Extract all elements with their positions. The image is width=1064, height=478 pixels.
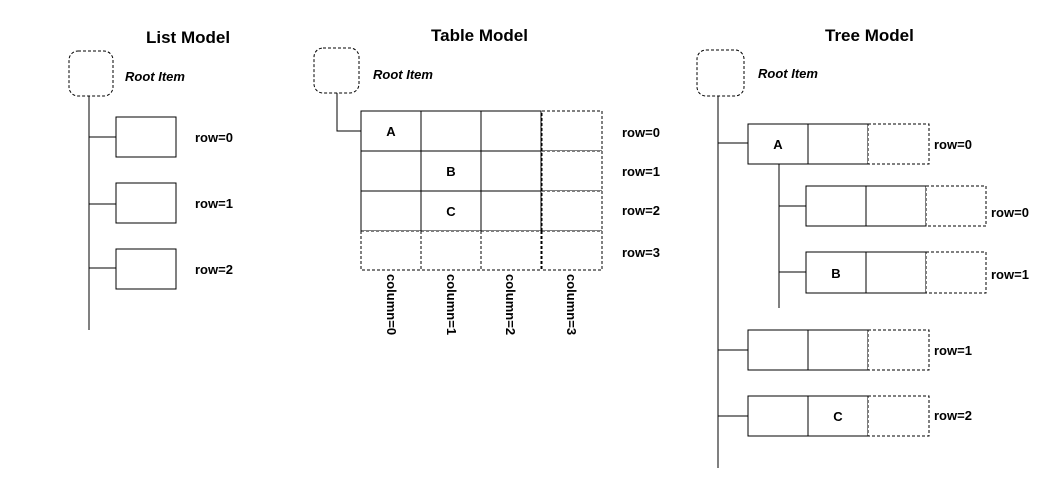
tree-cell-dashed [925, 185, 987, 227]
list-row-label-2: row=2 [195, 262, 233, 277]
tree-cell-dashed [925, 251, 987, 294]
list-item-1 [115, 182, 177, 224]
list-item-0 [115, 116, 177, 158]
tree-cell-dashed [867, 123, 930, 165]
tree-cell-dashed [867, 329, 930, 371]
table-cell-dashed [541, 230, 603, 271]
table-cell-dashed [480, 230, 542, 271]
tree-top-row-label-1: row=1 [934, 343, 972, 358]
table-cell-dashed [541, 150, 603, 192]
tree-cell-dashed [867, 395, 930, 437]
table-model-title: Table Model [431, 26, 528, 45]
tree-cell [865, 251, 927, 294]
table-cell [360, 190, 422, 232]
tree-cell [807, 329, 869, 371]
tree-cell [747, 395, 809, 437]
table-column-label-1: column=1 [444, 274, 459, 335]
tree-child-row-label-0: row=0 [991, 205, 1029, 220]
table-root-connector [336, 93, 361, 132]
tree-model: Tree Model Root Item A row=0 row=0 B row… [696, 26, 1029, 468]
table-cell-dashed [541, 110, 603, 152]
table-model: Table Model Root Item A B C row=0 row=1 … [313, 26, 660, 335]
table-cell-b-label: B [446, 164, 455, 179]
tree-cell [807, 123, 869, 165]
table-cell-dashed [420, 230, 482, 271]
tree-cell [805, 185, 867, 227]
list-row-label-0: row=0 [195, 130, 233, 145]
table-cell [360, 110, 422, 152]
list-row-label-1: row=1 [195, 196, 233, 211]
table-row-label-1: row=1 [622, 164, 660, 179]
table-cell [420, 110, 482, 152]
table-row-label-0: row=0 [622, 125, 660, 140]
tree-model-title: Tree Model [825, 26, 914, 45]
table-cell-a-label: A [386, 124, 396, 139]
table-cell-c-label: C [446, 204, 456, 219]
tree-top-row-label-0: row=0 [934, 137, 972, 152]
tree-root-label: Root Item [758, 66, 818, 81]
tree-cell [747, 123, 809, 165]
table-cell [480, 150, 542, 192]
table-column-label-0: column=0 [384, 274, 399, 335]
table-root-label: Root Item [373, 67, 433, 82]
table-cell [360, 150, 422, 192]
table-cell-dashed [541, 190, 603, 232]
tree-cell-c-label: C [833, 409, 843, 424]
table-cell-dashed [360, 230, 422, 271]
tree-top-row-label-2: row=2 [934, 408, 972, 423]
table-column-label-2: column=2 [503, 274, 518, 335]
table-row-label-3: row=3 [622, 245, 660, 260]
tree-cell-a-label: A [773, 137, 783, 152]
tree-root-item [696, 49, 745, 97]
tree-cell [807, 395, 869, 437]
table-cell [420, 190, 482, 232]
tree-cell-b-label: B [831, 266, 840, 281]
table-column-label-3: column=3 [564, 274, 579, 335]
tree-cell [865, 185, 927, 227]
table-root-item [313, 47, 360, 94]
table-row-label-2: row=2 [622, 203, 660, 218]
tree-cell [747, 329, 809, 371]
table-cell [480, 110, 542, 152]
tree-cell [805, 251, 867, 294]
list-model-title: List Model [146, 28, 230, 47]
list-root-item [68, 50, 114, 97]
table-cell [480, 190, 542, 232]
list-item-2 [115, 248, 177, 290]
list-root-label: Root Item [125, 69, 185, 84]
list-model: List Model Root Item row=0 row=1 row=2 [68, 28, 233, 330]
tree-child-row-label-1: row=1 [991, 267, 1029, 282]
